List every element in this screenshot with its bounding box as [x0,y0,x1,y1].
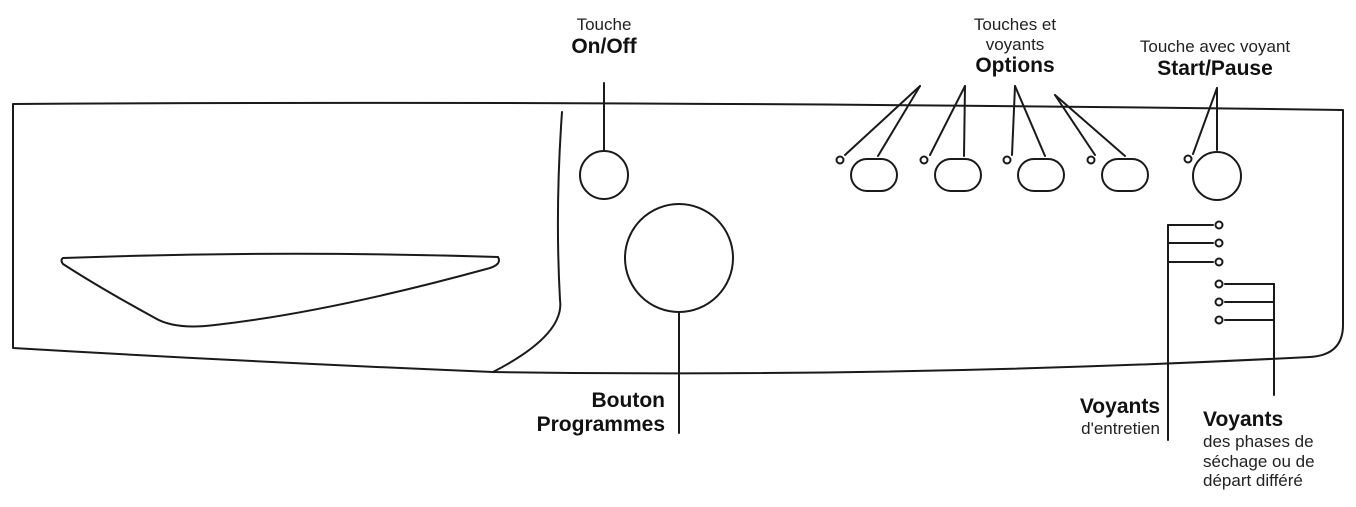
options-label: Touches et voyants Options [915,15,1115,78]
programmes-label-line1: Bouton [591,389,665,412]
phase-led-1 [1214,279,1224,289]
drawer-divider [492,111,563,373]
drawer-handle [60,252,500,328]
option-button-2[interactable] [934,158,982,192]
phases-label-line3: départ différé [1203,471,1303,491]
start-pause-label: Touche avec voyant Start/Pause [1105,37,1325,81]
maintenance-indicators [1167,220,1224,441]
programmes-label: Bouton Programmes [480,389,665,437]
program-knob[interactable] [624,203,734,313]
option-button-3[interactable] [1017,158,1065,192]
options-label-title: Options [975,54,1055,78]
phases-label-title: Voyants [1203,408,1284,431]
option-button-4[interactable] [1101,158,1149,192]
start-pause-led [1183,154,1193,164]
options-label-line1: Touches et [973,15,1057,34]
option-button-1[interactable] [850,158,898,192]
entretien-label: Voyants d'entretien [1000,395,1160,439]
phase-led-3 [1214,315,1224,325]
phases-label-line2: séchage ou de [1203,451,1315,471]
phase-led-2 [1214,297,1224,307]
programmes-label-line2: Programmes [536,413,665,437]
option-led-2 [919,155,929,165]
on-off-label: Touche On/Off [554,15,654,59]
options-label-line2: voyants [985,34,1045,54]
option-leaders [844,85,1126,157]
phases-label-line1: des phases de [1203,432,1314,452]
phases-label: Voyants des phases de séchage ou de dépa… [1203,408,1353,491]
maintenance-led-2 [1214,238,1224,248]
maintenance-led-1 [1214,220,1224,230]
start-pause-label-title: Start/Pause [1157,56,1273,80]
on-off-label-title: On/Off [571,34,637,58]
option-led-4 [1086,155,1096,165]
start-pause-leader-a [1192,87,1218,155]
option-led-3 [1002,155,1012,165]
on-off-label-top: Touche [576,15,632,34]
panel-outline [12,101,1344,375]
maintenance-led-3 [1214,257,1224,267]
entretien-label-sub: d'entretien [1081,419,1160,439]
entretien-label-title: Voyants [1079,395,1160,418]
drying-phase-indicators [1214,279,1275,396]
start-pause-label-top: Touche avec voyant [1139,37,1291,56]
option-led-1 [835,155,845,165]
on-off-button[interactable] [579,150,629,200]
start-pause-button[interactable] [1192,151,1242,201]
option-controls [835,155,1149,192]
